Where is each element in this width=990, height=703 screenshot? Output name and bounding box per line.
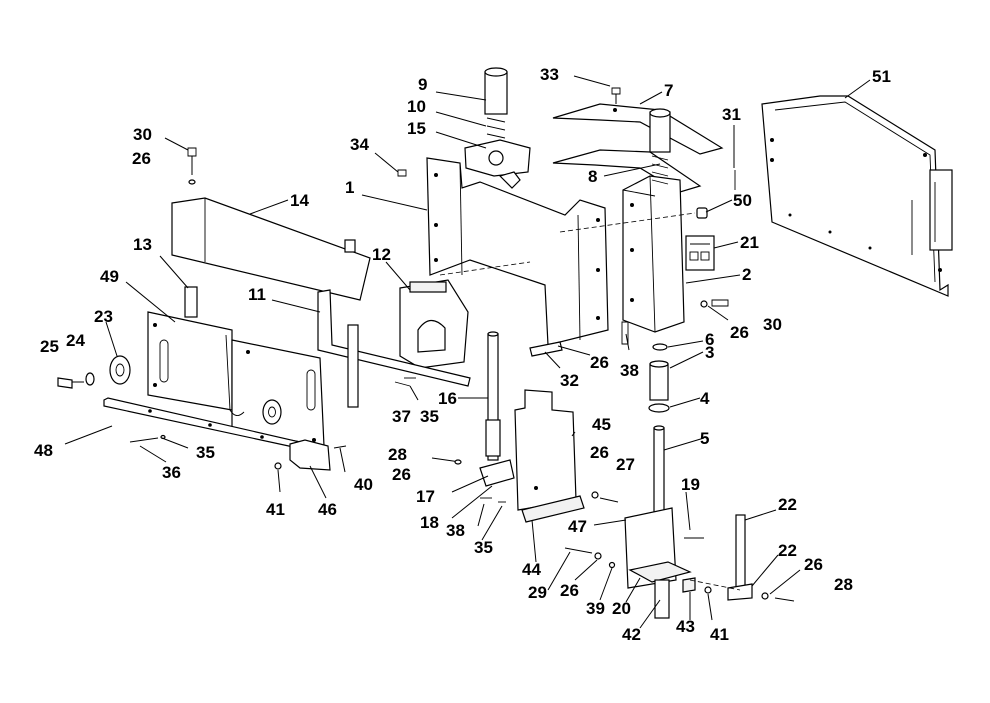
part-49-side-plate	[147, 286, 325, 447]
callout-22: 22	[778, 495, 797, 514]
callout-16: 16	[438, 389, 457, 408]
callout-48: 48	[34, 441, 53, 460]
callout-34: 34	[350, 135, 369, 154]
callout-37: 37	[392, 407, 411, 426]
callout-46: 46	[318, 500, 337, 519]
part-3-sleeve	[649, 360, 669, 401]
callout-5: 5	[700, 429, 709, 448]
callout-39: 39	[586, 599, 605, 618]
callout-26: 26	[132, 149, 151, 168]
part-51-rear-panel	[761, 95, 953, 297]
hardware-bolts	[129, 87, 795, 602]
callout-42: 42	[622, 625, 641, 644]
callout-45: 45	[592, 415, 611, 434]
callout-24: 24	[66, 331, 85, 350]
callout-30: 30	[133, 125, 152, 144]
callout-41: 41	[266, 500, 285, 519]
callout-44: 44	[522, 560, 541, 579]
part-25-bolt	[57, 377, 84, 389]
part-47-bracket	[624, 507, 692, 619]
callout-8: 8	[588, 167, 597, 186]
callout-labels: 9 10 15 33 7 51 31 30 26 34 1 8 50 14 21…	[34, 65, 891, 644]
callout-29: 29	[528, 583, 547, 602]
part-4-ring	[648, 403, 670, 413]
callout-35: 35	[474, 538, 493, 557]
callout-50: 50	[733, 191, 752, 210]
callout-35: 35	[420, 407, 439, 426]
callout-22: 22	[778, 541, 797, 560]
part-46-bracket	[289, 439, 331, 471]
callout-10: 10	[407, 97, 426, 116]
part-2-right-column	[622, 108, 715, 333]
part-12-arch-bracket	[399, 279, 469, 369]
callout-47: 47	[568, 517, 587, 536]
part-14-top-rail	[171, 197, 371, 301]
callout-26: 26	[590, 353, 609, 372]
callout-49: 49	[100, 267, 119, 286]
callout-26: 26	[590, 443, 609, 462]
callout-26: 26	[560, 581, 579, 600]
callout-41: 41	[710, 625, 729, 644]
callout-26: 26	[392, 465, 411, 484]
callout-38: 38	[620, 361, 639, 380]
callout-25: 25	[40, 337, 59, 356]
part-22-bar	[727, 514, 753, 601]
callout-4: 4	[700, 389, 710, 408]
callout-1: 1	[345, 178, 354, 197]
callout-38: 38	[446, 521, 465, 540]
callout-36: 36	[162, 463, 181, 482]
callout-26: 26	[804, 555, 823, 574]
callout-28: 28	[834, 575, 853, 594]
callout-7: 7	[664, 81, 673, 100]
callout-31: 31	[722, 105, 741, 124]
callout-13: 13	[133, 235, 152, 254]
part-7-top-plate	[552, 103, 724, 155]
callout-26: 26	[730, 323, 749, 342]
part-6-disc	[652, 343, 668, 351]
part-11-channel	[317, 289, 471, 408]
part-1-main-frame	[426, 157, 696, 346]
part-16-shaft	[479, 331, 515, 487]
callout-43: 43	[676, 617, 695, 636]
part-23-wheel	[109, 355, 282, 425]
part-24-washer	[85, 372, 95, 386]
callout-12: 12	[372, 245, 391, 264]
leader-lines	[64, 75, 871, 629]
callout-17: 17	[416, 487, 435, 506]
part-45-clamp-plate	[514, 389, 585, 523]
callout-14: 14	[290, 191, 309, 210]
callout-21: 21	[740, 233, 759, 252]
callout-28: 28	[388, 445, 407, 464]
callout-27: 27	[616, 455, 635, 474]
callout-32: 32	[560, 371, 579, 390]
callout-9: 9	[418, 75, 427, 94]
callout-2: 2	[742, 265, 751, 284]
callout-6: 6	[705, 330, 714, 349]
callout-40: 40	[354, 475, 373, 494]
callout-35: 35	[196, 443, 215, 462]
callout-51: 51	[872, 67, 891, 86]
callout-11: 11	[248, 285, 266, 304]
callout-3: 3	[705, 343, 714, 362]
callout-18: 18	[420, 513, 439, 532]
part-9-cylinder	[464, 67, 531, 189]
callout-23: 23	[94, 307, 113, 326]
callout-33: 33	[540, 65, 559, 84]
callout-30: 30	[763, 315, 782, 334]
callout-19: 19	[681, 475, 700, 494]
callout-20: 20	[612, 599, 631, 618]
callout-15: 15	[407, 119, 426, 138]
